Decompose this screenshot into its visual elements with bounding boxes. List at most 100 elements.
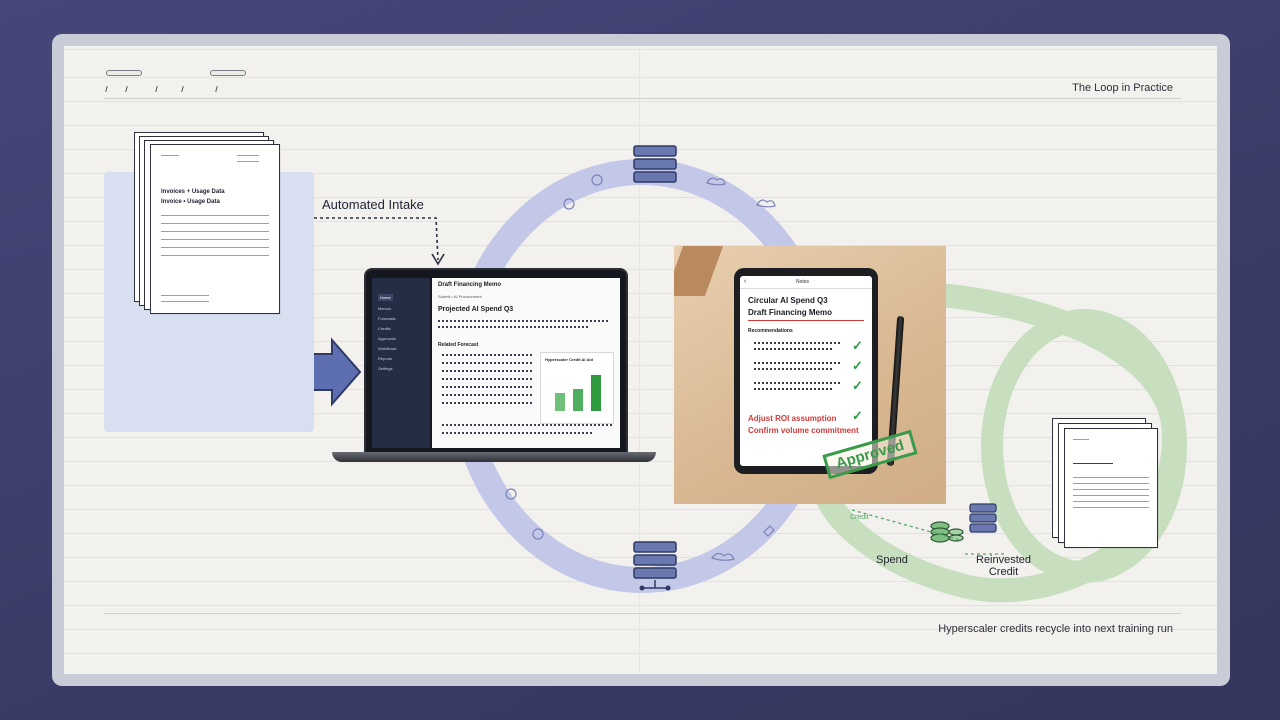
dollar-icon <box>591 174 603 186</box>
memo-text-line <box>754 388 834 390</box>
doc-line <box>1073 477 1149 478</box>
document-sheet-front <box>1064 428 1158 548</box>
doc-line <box>161 231 269 232</box>
sidebar-item[interactable]: Forecasts <box>378 316 396 321</box>
doc-line <box>237 161 259 162</box>
server-icon <box>633 145 677 183</box>
red-annotation-2: Confirm volume commitment <box>748 426 859 435</box>
laptop-screen: Home Memos Forecasts Credits Approvals W… <box>364 268 628 454</box>
doc-line <box>1073 495 1149 496</box>
cloud-icon <box>706 177 726 186</box>
doc-line <box>1073 463 1113 464</box>
doc-text-line <box>442 402 532 404</box>
doc-text-line <box>442 354 532 356</box>
reinvested-label-line2: Credit <box>988 566 1019 578</box>
sidebar-item[interactable]: Workflows <box>378 346 397 351</box>
invoice-document-stack: Invoices + Usage Data Invoice • Usage Da… <box>134 132 282 314</box>
page-title: The Loop in Practice <box>1072 82 1173 94</box>
binder-clip <box>210 70 246 76</box>
server-icon <box>633 541 677 591</box>
sidebar-item[interactable]: Home <box>378 294 393 301</box>
memo-text-line <box>754 362 840 364</box>
header-rule <box>104 98 1181 99</box>
doc-text-line <box>438 326 588 328</box>
footer-rule <box>104 613 1181 614</box>
cloud-icon <box>756 199 776 208</box>
doc-line <box>161 155 179 156</box>
doc-line <box>1073 507 1149 508</box>
memo-title-line2: Draft Financing Memo <box>748 308 833 317</box>
sidebar-item[interactable]: Memos <box>378 306 392 311</box>
chart-bar <box>591 375 601 411</box>
credit-arrow-label: Credit <box>850 514 869 521</box>
document-sheet-front: Invoices + Usage Data Invoice • Usage Da… <box>150 144 280 314</box>
doc-title: Projected AI Spend Q3 <box>438 306 514 313</box>
credit-loop-inner-ring <box>981 309 1187 583</box>
chart-title: Hyperscaler Credit AI Aid <box>545 357 593 362</box>
spend-label: Spend <box>876 554 908 566</box>
doc-line <box>161 301 209 302</box>
check-icon: ✓ <box>852 378 863 393</box>
title-underline <box>748 320 864 321</box>
chart-bar <box>555 393 565 411</box>
doc-line <box>1073 439 1089 440</box>
page-fold <box>639 46 641 674</box>
doc-text-line <box>438 320 608 322</box>
check-icon: ✓ <box>852 338 863 353</box>
doc-heading: Invoices + Usage Data <box>161 189 225 195</box>
reinvested-label-line1: Reinvested <box>976 554 1032 566</box>
laptop-base <box>332 452 656 462</box>
intake-connector-arrowhead <box>431 253 445 266</box>
reinvested-credit-label: Reinvested Credit <box>976 554 1031 578</box>
tablet: ‹ Notes Circular AI Spend Q3 Draft Finan… <box>734 268 878 474</box>
doc-line <box>1073 489 1149 490</box>
link-icon <box>763 525 775 537</box>
doc-subheading: Invoice • Usage Data <box>161 199 220 205</box>
tablet-header: Notes <box>796 279 810 285</box>
chip-icon <box>563 198 575 210</box>
sidebar-item[interactable]: Credits <box>378 326 391 331</box>
red-annotation-1: Adjust ROI assumption <box>748 414 837 423</box>
notebook-paper: The Loop in Practice Hyperscaler credits… <box>64 46 1217 674</box>
section-heading: Recommendations <box>748 328 793 334</box>
app-sidebar: Home Memos Forecasts Credits Approvals W… <box>372 278 430 448</box>
check-icon: ✓ <box>852 408 863 423</box>
doc-line <box>1073 501 1149 502</box>
chart-bar <box>573 389 583 411</box>
memo-text-line <box>754 342 840 344</box>
tablet-screen: ‹ Notes Circular AI Spend Q3 Draft Finan… <box>740 276 872 466</box>
doc-text-line <box>442 378 532 380</box>
notebook-corner <box>674 246 724 296</box>
doc-text-line <box>442 424 612 426</box>
credit-document-stack <box>1052 418 1162 550</box>
memo-text-line <box>754 382 840 384</box>
memo-title-line1: Circular AI Spend Q3 <box>748 296 828 305</box>
sidebar-item[interactable]: Approvals <box>378 336 396 341</box>
doc-text-line <box>442 370 532 372</box>
footer-caption: Hyperscaler credits recycle into next tr… <box>938 623 1173 635</box>
app-subheader: Submit • AI Procurement <box>438 294 482 299</box>
doc-text-line <box>442 394 532 396</box>
doc-text-line <box>442 362 532 364</box>
doc-line <box>1073 483 1149 484</box>
coin-stack-icon <box>930 521 964 543</box>
doc-text-line <box>442 386 532 388</box>
back-icon[interactable]: ‹ <box>744 278 747 285</box>
spend-to-credit-arrow <box>851 509 961 541</box>
doc-line <box>161 239 269 240</box>
doc-line <box>161 215 269 216</box>
sidebar-item[interactable]: Settings <box>378 366 393 371</box>
dollar-icon <box>532 528 544 540</box>
check-icon: ✓ <box>852 358 863 373</box>
binder-clip <box>106 70 142 76</box>
doc-line <box>161 247 269 248</box>
tablet-toolbar <box>740 276 872 289</box>
doc-line <box>237 155 259 156</box>
server-icon <box>969 503 997 533</box>
doc-line <box>161 295 209 296</box>
sidebar-item[interactable]: Reports <box>378 356 393 361</box>
automated-intake-label: Automated Intake <box>322 197 424 212</box>
doc-line <box>161 223 269 224</box>
doc-line <box>161 255 269 256</box>
memo-text-line <box>754 368 834 370</box>
